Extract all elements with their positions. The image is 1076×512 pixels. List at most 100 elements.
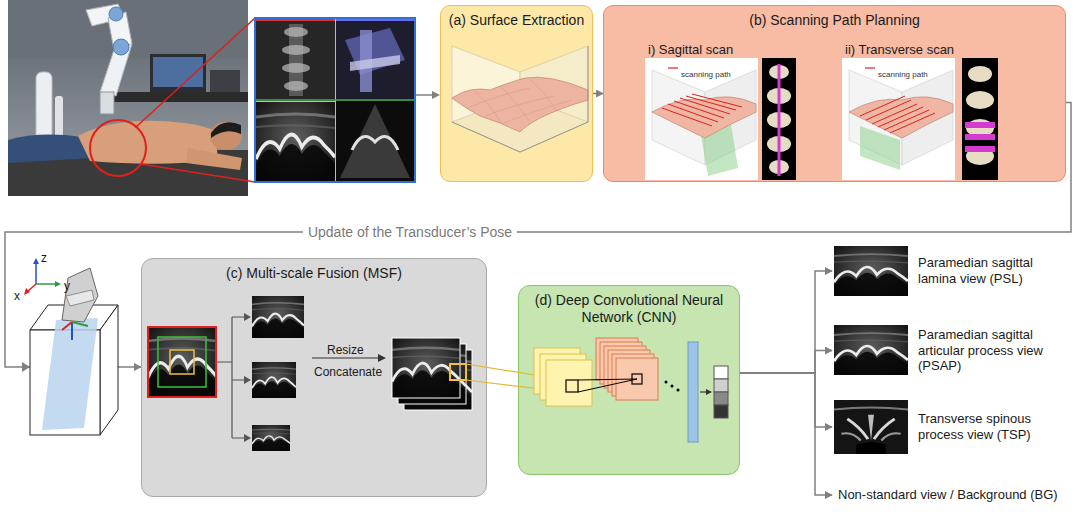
figure-part [777,64,780,176]
figure-part [965,122,995,128]
figure-part [340,104,410,178]
figure-part [968,66,992,82]
figure-part [688,342,698,442]
figure-part [652,96,756,137]
figure-part [652,70,705,165]
output-view: Non-standard view / Background (BG) [832,483,1072,507]
legend-item: scanning path [878,63,928,81]
output-view: Transverse spinous process view (TSP) [832,398,1072,456]
figure-part [834,325,908,375]
view-label: Transverse spinous process view (TSP) [918,411,1068,442]
figure-part [578,379,637,392]
stage-title: (c) Multi-scale Fusion (MSF) [146,265,482,282]
figure-part [566,380,578,392]
figure-part [136,18,255,127]
figure-part [66,290,94,306]
figure-part [452,122,520,152]
figure-part [769,65,789,79]
view-label: Non-standard view / Background (BG) [838,487,1058,503]
figure-part [35,262,37,284]
output-view: Paramedian sagittal lamina view (PSL) [832,243,1072,299]
figure-part [312,357,378,358]
figure-part [55,281,61,287]
flow-arrow [740,351,832,374]
figure-part [965,134,995,140]
figure-part [962,58,998,180]
figure-part [520,46,588,152]
figure-part [714,379,728,392]
figure-part [475,80,556,124]
figure-part [468,88,572,124]
stage-title: (d) Deep Convolutional Neural Network (C… [523,292,735,326]
figure-part [350,55,400,71]
figure-part [664,380,667,383]
figure-part [767,112,791,128]
figure-part [834,246,908,296]
figure-part [252,296,304,338]
figure-part [662,94,742,126]
stage-title: (a) Surface Extraction [445,12,588,29]
figure-part [256,101,335,181]
figure-part [113,39,129,55]
figure-part [150,54,206,92]
figure-part [256,101,335,102]
figure-part [612,354,654,396]
figure-part [700,118,738,176]
text-label: x [14,289,20,303]
figure-part [141,164,255,182]
figure-part [714,392,728,405]
figure-part [186,148,242,170]
figure-part [62,322,72,330]
figure-part [392,338,460,398]
figure-part [587,46,588,122]
flow-arrow [740,373,832,427]
figure-part [244,313,251,321]
figure-part [158,337,206,387]
figure-part [769,160,789,174]
text-label: ii) Transverse scan [845,42,954,57]
figure-part [345,28,405,75]
figure-part [109,7,123,21]
figure-part [398,344,466,404]
figure-part [432,91,440,99]
figure-part [670,384,673,387]
figure-part [546,360,592,406]
figure-part [762,58,796,180]
figure-part [62,268,98,322]
label-slot: Concatenate [314,362,382,380]
figure-part [252,362,296,398]
figure-part [578,379,637,380]
figure-part [416,94,432,96]
figure-part [966,147,994,165]
figure-part [336,101,414,181]
figure-part [148,327,216,397]
stage-box: (b) Scanning Path Planning [603,5,1066,182]
figure-part [714,366,728,379]
figure-part [211,122,241,138]
figure-part [865,67,875,68]
figure-part [404,350,472,410]
figure-part [71,322,73,340]
figure-part [849,70,902,165]
figure-part [392,338,460,398]
edge-label-slot: Update of the Transducer’s Pose [303,223,517,241]
figure-part [100,92,248,102]
figure-part [452,46,520,152]
figure-part [22,362,30,372]
figure-part [608,350,650,392]
figure-part [256,19,335,21]
figure-part [520,122,588,152]
label-slot: ii) Transverse scan [845,40,954,58]
figure-part [148,327,216,397]
label-slot: i) Sagittal scan [648,40,733,58]
figure-part [398,344,466,404]
figure-part [33,258,39,264]
label-slot: Resize [327,340,364,358]
text-label: i) Sagittal scan [648,42,733,57]
figure-part [767,136,791,152]
figure-part [966,119,994,137]
figure-part [255,18,415,182]
output-view: Paramedian sagittal articular process vi… [832,322,1072,379]
figure-part [965,146,995,152]
